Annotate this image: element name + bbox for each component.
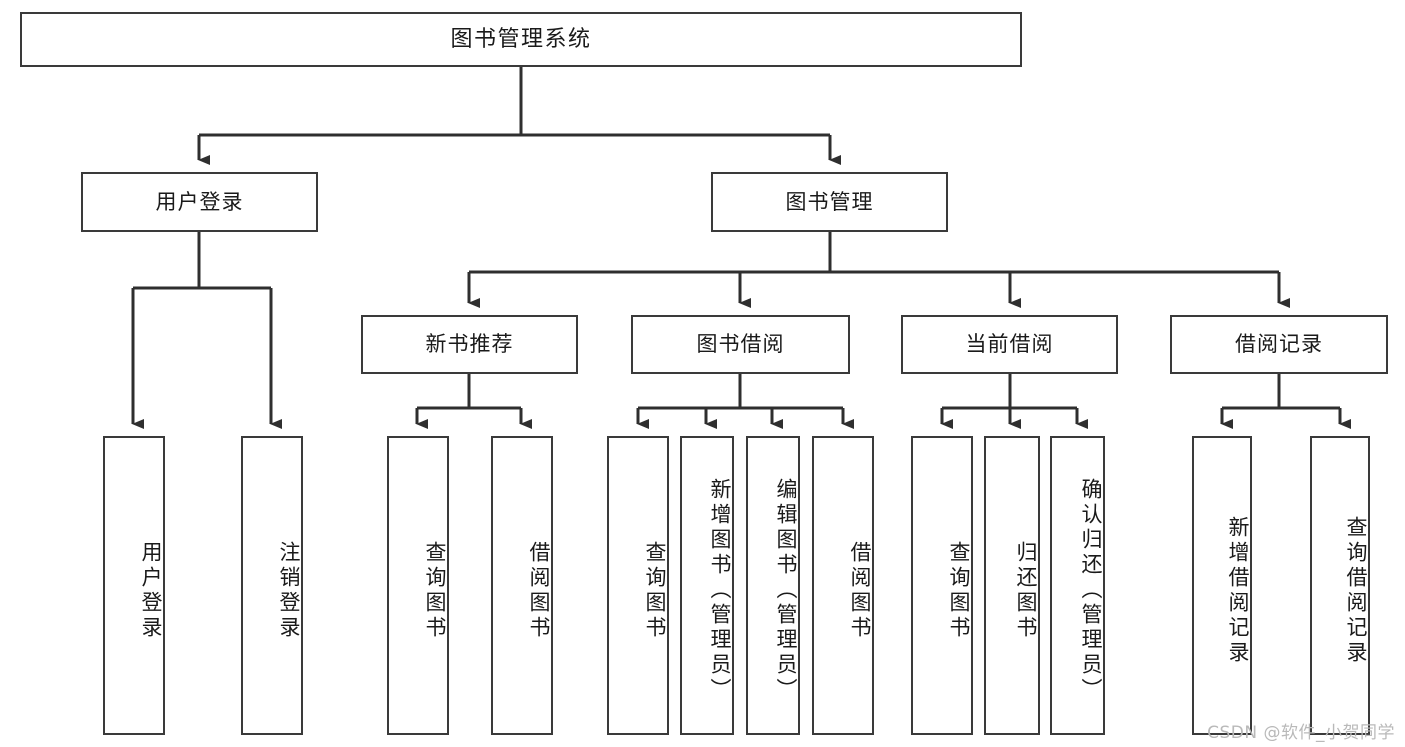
node-book-borrow[interactable]: 图书借阅 — [631, 315, 850, 374]
node-label: 归还图书 — [1014, 540, 1038, 641]
leaf-edit-book[interactable]: 编辑图书（管理员） — [746, 436, 800, 735]
node-label: 新增借阅记录 — [1226, 515, 1250, 666]
node-label: 查询图书 — [423, 540, 447, 641]
node-label: 图书管理系统 — [450, 26, 592, 52]
node-label: 编辑图书（管理员） — [774, 478, 798, 703]
node-label: 查询图书 — [643, 540, 667, 641]
node-label: 新书推荐 — [425, 332, 514, 357]
node-label: 确认归还（管理员） — [1079, 478, 1103, 703]
node-new-book-recommend[interactable]: 新书推荐 — [361, 315, 578, 374]
leaf-query-record[interactable]: 查询借阅记录 — [1310, 436, 1370, 735]
node-label: 用户登录 — [155, 189, 244, 214]
watermark-text: CSDN @软件_小贺同学 — [1207, 723, 1395, 743]
node-current-borrow[interactable]: 当前借阅 — [901, 315, 1118, 374]
node-label: 查询图书 — [947, 540, 971, 641]
node-label: 图书借阅 — [696, 332, 785, 357]
node-borrow-record[interactable]: 借阅记录 — [1170, 315, 1388, 374]
node-label: 新增图书（管理员） — [708, 478, 732, 703]
node-label: 图书管理 — [785, 189, 874, 214]
node-label: 查询借阅记录 — [1344, 515, 1368, 666]
leaf-logout[interactable]: 注销登录 — [241, 436, 303, 735]
node-root-system[interactable]: 图书管理系统 — [20, 12, 1022, 67]
leaf-borrow-book-1[interactable]: 借阅图书 — [491, 436, 553, 735]
leaf-add-book[interactable]: 新增图书（管理员） — [680, 436, 734, 735]
leaf-query-book-3[interactable]: 查询图书 — [911, 436, 973, 735]
leaf-user-login[interactable]: 用户登录 — [103, 436, 165, 735]
node-label: 注销登录 — [277, 540, 301, 641]
leaf-borrow-book-2[interactable]: 借阅图书 — [812, 436, 874, 735]
leaf-confirm-return[interactable]: 确认归还（管理员） — [1050, 436, 1105, 735]
node-label: 用户登录 — [139, 540, 163, 641]
node-label: 当前借阅 — [965, 332, 1054, 357]
node-label: 借阅记录 — [1235, 332, 1323, 357]
node-user-login[interactable]: 用户登录 — [81, 172, 318, 232]
leaf-return-book[interactable]: 归还图书 — [984, 436, 1040, 735]
node-label: 借阅图书 — [848, 540, 872, 641]
node-label: 借阅图书 — [527, 540, 551, 641]
leaf-query-book-1[interactable]: 查询图书 — [387, 436, 449, 735]
leaf-add-record[interactable]: 新增借阅记录 — [1192, 436, 1252, 735]
node-book-manage[interactable]: 图书管理 — [711, 172, 948, 232]
leaf-query-book-2[interactable]: 查询图书 — [607, 436, 669, 735]
